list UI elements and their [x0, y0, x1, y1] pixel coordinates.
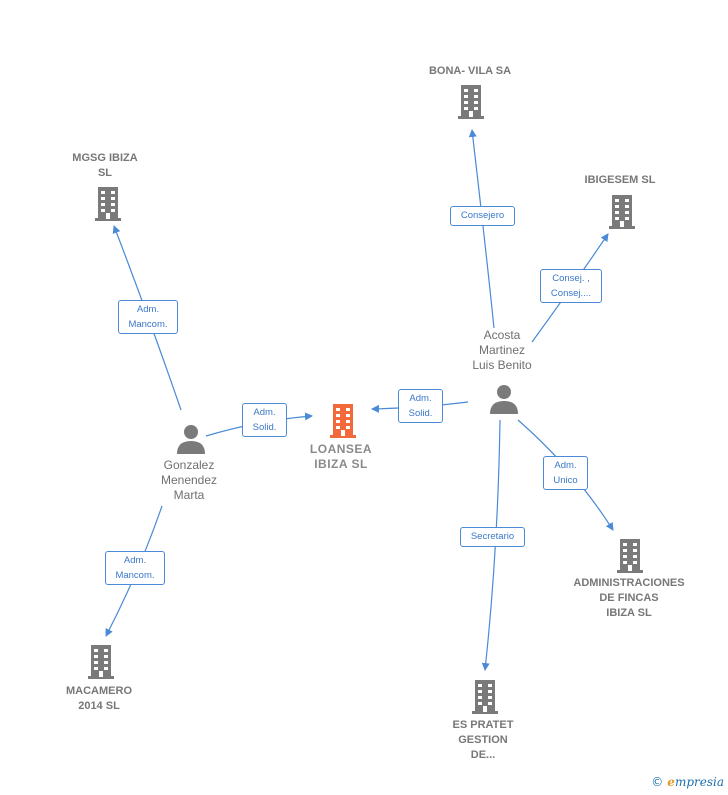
- brand-logo-text: mpresia: [674, 775, 724, 789]
- node-label-acosta[interactable]: Acosta Martinez Luis Benito: [472, 328, 532, 372]
- building-icon[interactable]: [92, 187, 124, 221]
- person-icon[interactable]: [488, 384, 520, 414]
- node-label-es-pratet[interactable]: ES PRATET GESTION DE...: [452, 719, 514, 761]
- edge-label-secretario: Secretario: [460, 527, 525, 547]
- building-icon[interactable]: [85, 645, 117, 679]
- building-icon[interactable]: [469, 680, 501, 714]
- node-label-administraciones[interactable]: ADMINISTRACIONES DE FINCAS IBIZA SL: [573, 577, 685, 619]
- brand-footer: ©empresia: [651, 775, 724, 789]
- edge-label-consej: Consej. , Consej....: [540, 269, 602, 303]
- node-label-bona-vila[interactable]: BONA- VILA SA: [428, 65, 512, 77]
- edge-label-adm-mancom-macamero: Adm. Mancom.: [105, 551, 165, 585]
- node-label-ibigesem[interactable]: IBIGESEM SL: [584, 174, 656, 186]
- building-icon[interactable]: [606, 195, 638, 229]
- node-label-gonzalez[interactable]: Gonzalez Menendez Marta: [160, 458, 218, 502]
- edge-label-adm-solid-acosta: Adm. Solid.: [398, 389, 443, 423]
- brand-logo-e: e: [667, 775, 675, 789]
- edge-label-consejero: Consejero: [450, 206, 515, 226]
- building-icon[interactable]: [614, 539, 646, 573]
- copyright-icon: ©: [651, 775, 664, 789]
- building-icon[interactable]: [327, 404, 359, 438]
- edge-label-adm-solid-gonzalez: Adm. Solid.: [242, 403, 287, 437]
- node-label-mgsg-ibiza[interactable]: MGSG IBIZA SL: [72, 152, 138, 179]
- edge-label-adm-unico: Adm. Unico: [543, 456, 588, 490]
- person-icon[interactable]: [175, 424, 207, 454]
- node-label-loansea[interactable]: LOANSEA IBIZA SL: [309, 442, 373, 471]
- edge-label-adm-mancom-mgsg: Adm. Mancom.: [118, 300, 178, 334]
- building-icon[interactable]: [455, 85, 487, 119]
- node-label-macamero[interactable]: MACAMERO 2014 SL: [66, 685, 132, 712]
- edge-acosta-pratet: [481, 419, 501, 671]
- edge-acosta-bona: [468, 129, 495, 329]
